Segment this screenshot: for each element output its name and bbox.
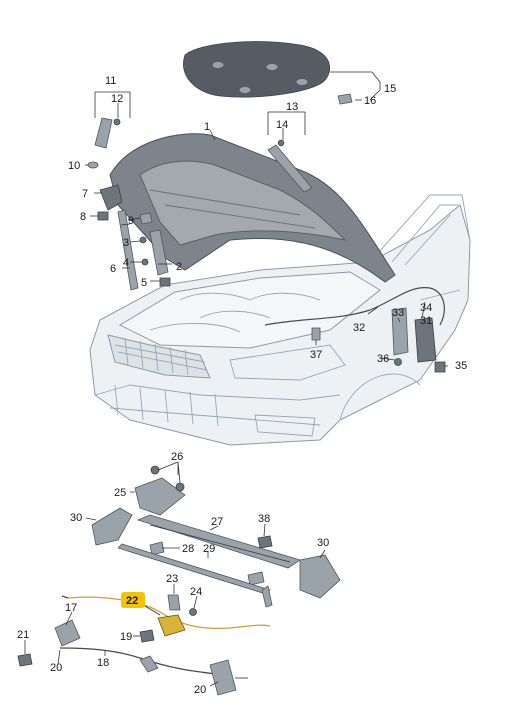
- label-31: 31: [420, 315, 432, 327]
- label-38: 38: [258, 513, 270, 525]
- label-17: 17: [65, 602, 77, 614]
- highlight-badge-22: [121, 592, 145, 608]
- label-27: 27: [211, 516, 223, 528]
- label-8: 8: [80, 211, 86, 223]
- label-28: 28: [182, 543, 194, 555]
- part-labels: 1 2 3 4 5 6 7 8 9 10 11 12 13 14 15 16 1…: [17, 75, 467, 696]
- leader-lines: [24, 99, 448, 687]
- label-36: 36: [377, 353, 389, 365]
- label-26: 26: [171, 451, 183, 463]
- label-33: 33: [392, 307, 404, 319]
- label-12: 12: [111, 93, 123, 105]
- label-13: 13: [286, 101, 298, 113]
- label-4: 4: [123, 257, 129, 269]
- label-37: 37: [310, 349, 322, 361]
- label-10: 10: [68, 160, 80, 172]
- label-35: 35: [455, 360, 467, 372]
- label-19: 19: [120, 631, 132, 643]
- label-7: 7: [82, 188, 88, 200]
- label-2: 2: [176, 261, 182, 273]
- label-1: 1: [204, 121, 210, 133]
- label-22: 22: [126, 595, 138, 607]
- label-5: 5: [141, 277, 147, 289]
- label-6: 6: [110, 263, 116, 275]
- bonnet-insulation-mat: [183, 41, 331, 98]
- label-20-left: 20: [50, 662, 62, 674]
- label-11: 11: [105, 75, 116, 87]
- label-25: 25: [114, 487, 126, 499]
- label-15: 15: [384, 83, 396, 95]
- label-24: 24: [190, 586, 202, 598]
- label-23: 23: [166, 573, 178, 585]
- label-20-bottom: 20: [194, 684, 206, 696]
- label-30-right: 30: [317, 537, 329, 549]
- label-3: 3: [123, 237, 129, 249]
- label-34: 34: [420, 302, 432, 314]
- bonnet: [109, 133, 396, 283]
- label-9: 9: [128, 215, 134, 227]
- label-16: 16: [364, 95, 376, 107]
- label-21: 21: [17, 629, 29, 641]
- label-30-left: 30: [70, 512, 82, 524]
- label-14: 14: [276, 119, 288, 131]
- label-29: 29: [203, 543, 215, 555]
- label-18: 18: [97, 657, 109, 669]
- label-32: 32: [353, 322, 365, 334]
